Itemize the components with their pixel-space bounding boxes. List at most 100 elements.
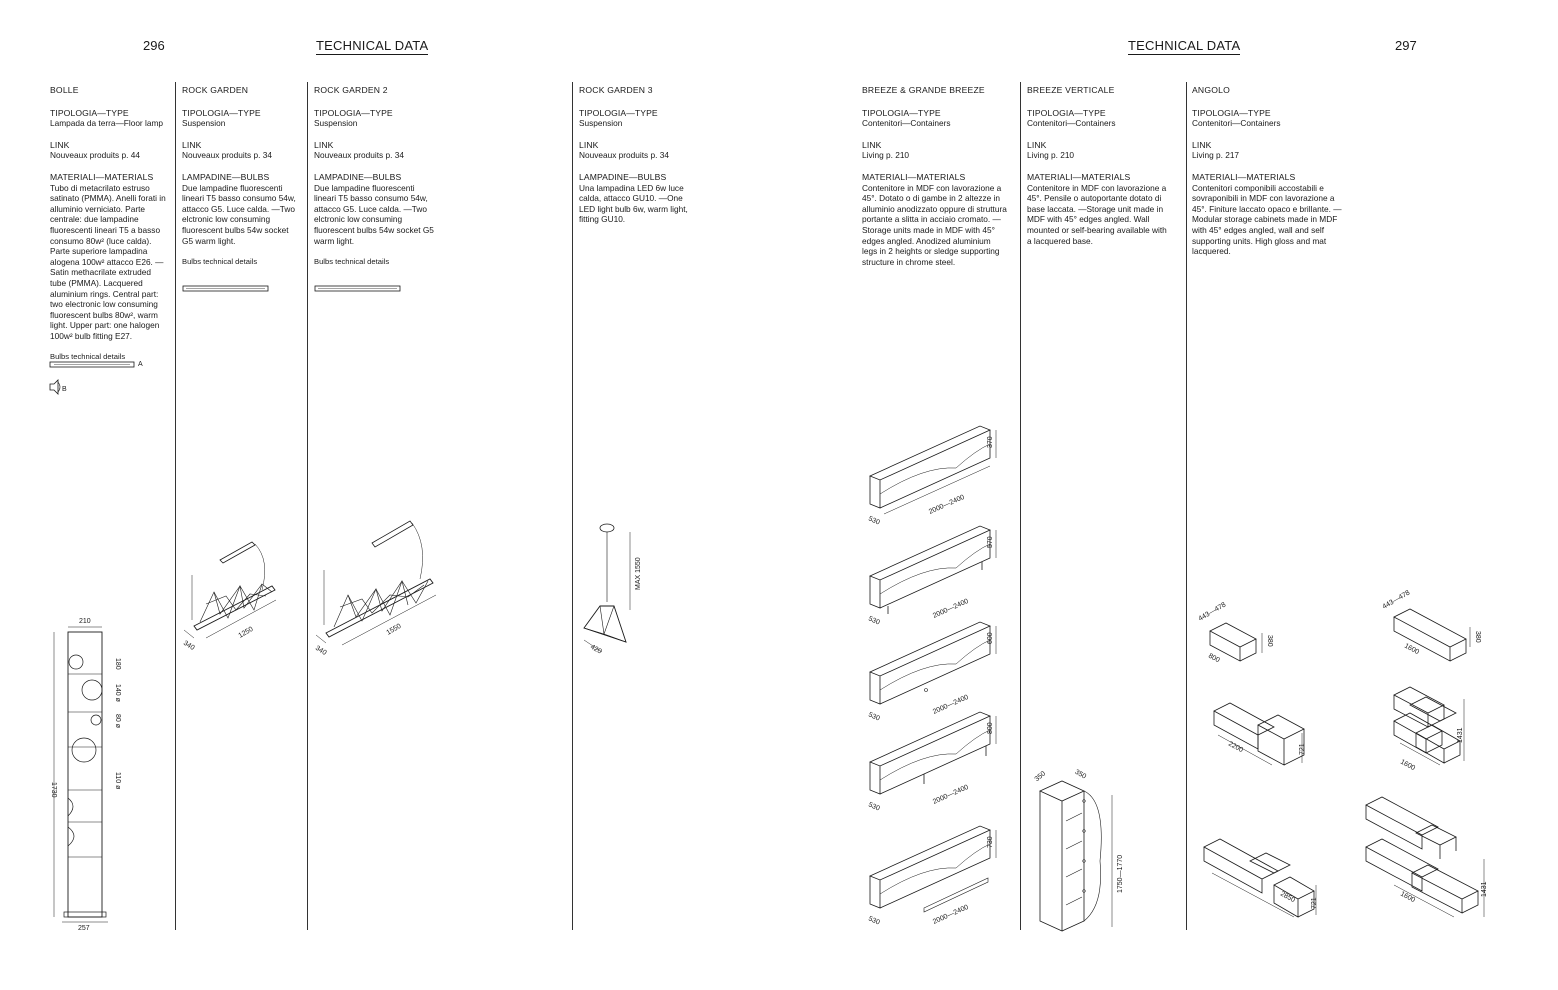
column-divider <box>1186 82 1187 930</box>
svg-text:730: 730 <box>987 836 994 848</box>
svg-text:2000—2400: 2000—2400 <box>932 598 970 620</box>
breeze-unit-370: 370 2000—2400 530 <box>867 425 997 527</box>
breeze-verticale-drawing: 350 350 1750—1770 <box>1034 769 1124 932</box>
dim-length: 1250 <box>238 626 255 640</box>
dim-depth: 340 <box>314 645 328 657</box>
product-rock-garden: ROCK GARDEN TIPOLOGIA—TYPE Suspension LI… <box>182 85 300 268</box>
bulbs-label: LAMPADINE—BULBS <box>314 171 402 182</box>
link-value: Nouveaux produits p. 34 <box>579 150 669 161</box>
link-value: Living p. 210 <box>862 150 910 161</box>
svg-text:530: 530 <box>867 915 881 926</box>
bulbs-details-link[interactable]: Bulbs technical details <box>50 352 126 362</box>
angolo-drawings: 443—478 380 800 443—478 380 1600 2200 72… <box>1198 589 1488 918</box>
link-label: LINK <box>579 139 599 150</box>
product-bolle: BOLLE TIPOLOGIA—TYPE Lampada da terra—Fl… <box>50 85 168 363</box>
product-name: ROCK GARDEN <box>182 85 249 95</box>
svg-text:370: 370 <box>987 436 994 448</box>
link-label: LINK <box>862 139 882 150</box>
bulbs-details-link[interactable]: Bulbs technical details <box>314 257 390 267</box>
svg-text:350: 350 <box>1074 769 1088 781</box>
breeze-unit-570: 570 2000—2400 530 <box>867 525 997 627</box>
product-angolo: ANGOLO TIPOLOGIA—TYPE Contenitori—Contai… <box>1192 85 1344 268</box>
svg-text:1600: 1600 <box>1403 643 1420 657</box>
dim-d2: 140 ø <box>114 684 121 703</box>
column-divider <box>572 82 573 930</box>
type-value: Lampada da terra—Floor lamp <box>50 118 163 129</box>
product-name: ROCK GARDEN 2 <box>314 85 388 95</box>
page-number-left: 296 <box>143 38 165 53</box>
svg-text:2200: 2200 <box>1227 741 1244 755</box>
svg-text:1750—1770: 1750—1770 <box>1117 855 1124 893</box>
svg-text:2000—2400: 2000—2400 <box>932 904 970 926</box>
dim-length: 1550 <box>386 623 403 637</box>
breeze-drawings: 370 2000—2400 530 570 2000—2400 530 600 … <box>867 425 997 927</box>
type-value: Suspension <box>182 118 226 129</box>
lamp-tube-outline <box>67 631 103 918</box>
link-value: Nouveaux produits p. 44 <box>50 150 140 161</box>
product-name: ROCK GARDEN 3 <box>579 85 653 95</box>
svg-text:1600: 1600 <box>1399 759 1416 773</box>
link-label: LINK <box>314 139 334 150</box>
svg-text:443—478: 443—478 <box>1198 601 1228 622</box>
product-breeze: BREEZE & GRANDE BREEZE TIPOLOGIA—TYPE Co… <box>862 85 1008 278</box>
svg-text:721: 721 <box>1299 743 1306 755</box>
bulb-b-label: B <box>62 386 67 393</box>
column-divider <box>307 82 308 930</box>
rock-garden-2-bulb-diagram <box>314 285 401 292</box>
bolle-bulb-diagrams: A B <box>49 361 143 395</box>
product-rock-garden-3: ROCK GARDEN 3 TIPOLOGIA—TYPE Suspension … <box>579 85 689 236</box>
svg-text:530: 530 <box>867 711 881 722</box>
link-label: LINK <box>1027 139 1047 150</box>
product-name: BOLLE <box>50 85 79 95</box>
page-number-right: 297 <box>1395 38 1417 53</box>
bulbs-text: Una lampadina LED 6w luce calda, attacco… <box>579 182 688 225</box>
running-head-right: TECHNICAL DATA <box>1128 38 1241 55</box>
svg-text:2850: 2850 <box>1279 891 1296 905</box>
tube-bulb-icon <box>182 285 269 292</box>
link-value: Living p. 210 <box>1027 150 1075 161</box>
column-divider <box>1020 82 1021 930</box>
svg-text:530: 530 <box>867 515 881 526</box>
breeze-unit-730: 730 2000—2400 530 <box>867 825 997 927</box>
svg-text:1431: 1431 <box>1457 727 1464 743</box>
bulbs-text: Due lampadine fluorescenti lineari T5 ba… <box>314 182 434 246</box>
svg-text:800: 800 <box>987 722 994 734</box>
materials-label: MATERIALI—MATERIALS <box>1027 171 1131 182</box>
link-value: Nouveaux produits p. 34 <box>182 150 272 161</box>
product-rock-garden-2: ROCK GARDEN 2 TIPOLOGIA—TYPE Suspension … <box>314 85 434 268</box>
svg-text:530: 530 <box>867 615 881 626</box>
svg-text:443—478: 443—478 <box>1382 589 1412 610</box>
breeze-unit-800: 800 2000—2400 530 <box>867 711 997 813</box>
type-label: TIPOLOGIA—TYPE <box>1192 107 1271 118</box>
bulbs-label: LAMPADINE—BULBS <box>182 171 270 182</box>
svg-text:570: 570 <box>987 536 994 548</box>
materials-label: MATERIALI—MATERIALS <box>862 171 966 182</box>
breeze-unit-600: 600 2000—2400 530 <box>867 621 997 723</box>
angolo-unit-2200: 2200 721 <box>1213 702 1306 766</box>
materials-label: MATERIALI—MATERIALS <box>1192 171 1296 182</box>
link-label: LINK <box>50 139 70 150</box>
type-value: Contenitori—Containers <box>1027 118 1116 129</box>
halogen-bulb-icon <box>49 379 59 395</box>
bulbs-details-link[interactable]: Bulbs technical details <box>182 257 258 267</box>
product-name: ANGOLO <box>1192 85 1230 95</box>
svg-text:2000—2400: 2000—2400 <box>928 494 966 516</box>
running-head-left: TECHNICAL DATA <box>316 38 429 55</box>
dim-bottom: 257 <box>78 925 90 932</box>
angolo-unit-stack: 1600 1431 <box>1393 686 1465 773</box>
type-value: Suspension <box>314 118 358 129</box>
dim-d1: 180 <box>114 658 121 670</box>
svg-text:2000—2400: 2000—2400 <box>932 784 970 806</box>
rock-garden-drawing: 340 1250 <box>182 541 277 652</box>
type-label: TIPOLOGIA—TYPE <box>579 107 658 118</box>
dim-height: 1730 <box>50 782 57 798</box>
materials-text: Contenitore in MDF con lavorazione a 45°… <box>1027 182 1167 246</box>
dim-depth: 340 <box>182 640 196 652</box>
bulb-a-label: A <box>138 361 143 368</box>
angolo-unit-800: 443—478 380 800 <box>1198 601 1274 664</box>
svg-text:1600: 1600 <box>1399 891 1416 905</box>
svg-text:380: 380 <box>1474 631 1481 643</box>
rock-garden-3-drawing: MAX 1550 420 <box>583 523 642 656</box>
svg-text:721: 721 <box>1311 897 1318 909</box>
svg-text:800: 800 <box>1207 653 1221 665</box>
